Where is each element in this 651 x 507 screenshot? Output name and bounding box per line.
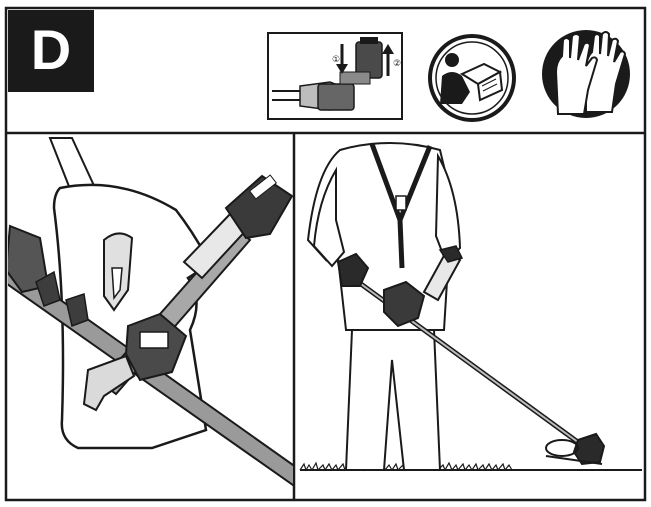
outer-frame	[4, 6, 647, 502]
step-marker-2: ②	[393, 59, 401, 69]
battery-insert-inset: ① ②	[267, 32, 403, 120]
step-badge-label: D	[31, 18, 71, 81]
step-badge: D	[8, 10, 94, 92]
battery-head	[224, 174, 293, 240]
lift-arrow	[382, 44, 394, 76]
operator-legs	[344, 329, 442, 471]
trimmer-cutting-head	[545, 432, 606, 466]
mount-bracket	[82, 354, 136, 412]
wear-gloves-icon	[542, 30, 630, 118]
closeup-attach-view	[8, 137, 293, 487]
read-manual-icon	[428, 34, 516, 122]
step-marker-1: ①	[332, 55, 340, 65]
operator-clamp	[383, 280, 426, 328]
insert-arrow	[336, 44, 348, 74]
operator-with-trimmer-view	[299, 142, 642, 472]
operator-front-handle	[422, 250, 462, 302]
operator-battery-head	[336, 252, 370, 287]
